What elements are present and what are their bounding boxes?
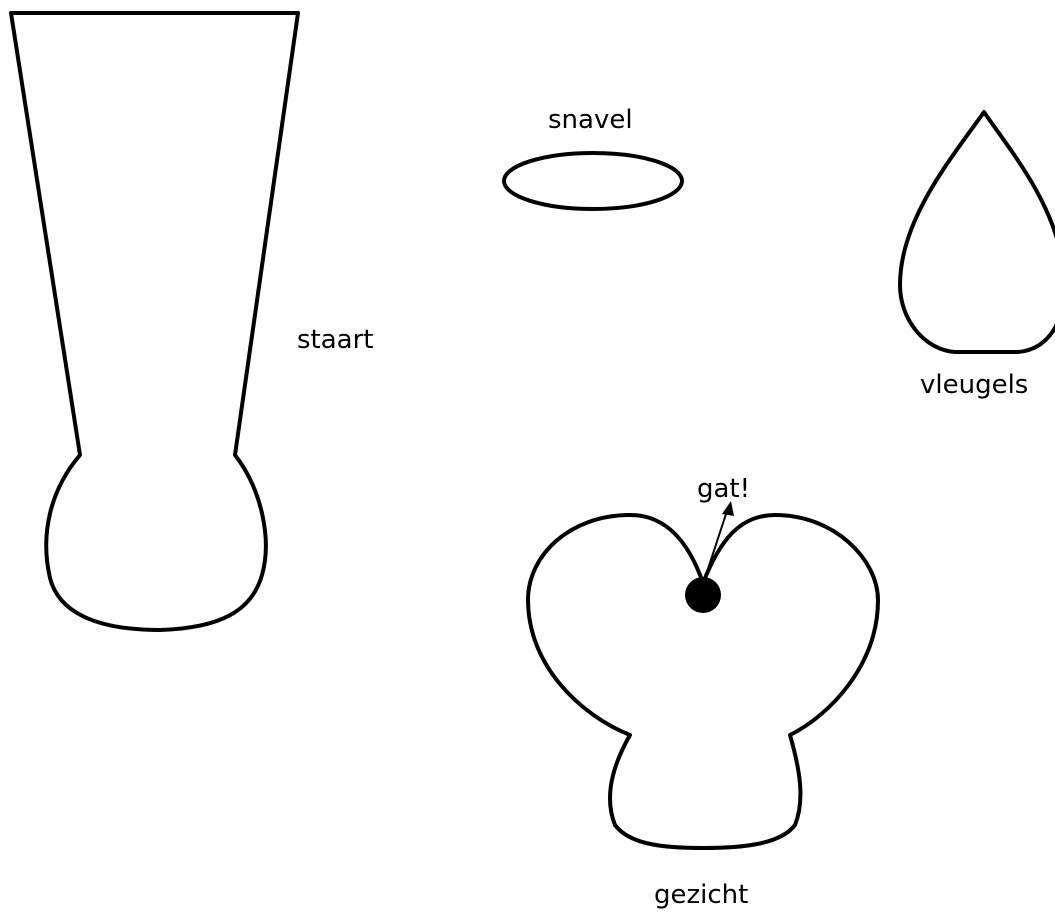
wing-label: vleugels — [920, 370, 1028, 400]
tail-label: staart — [297, 325, 374, 355]
face-piece: gat! gezicht — [528, 474, 878, 910]
hole-pointer-arrow — [703, 511, 727, 584]
hole-label: gat! — [697, 474, 750, 504]
wing-piece: vleugels — [900, 112, 1055, 400]
beak-piece: snavel — [504, 105, 682, 209]
face-outline — [528, 515, 878, 848]
tail-piece: staart — [11, 13, 374, 630]
beak-label: snavel — [548, 105, 633, 135]
face-label: gezicht — [654, 880, 748, 910]
tail-outline — [11, 13, 298, 630]
beak-outline — [504, 153, 682, 209]
wing-outline — [900, 112, 1055, 352]
